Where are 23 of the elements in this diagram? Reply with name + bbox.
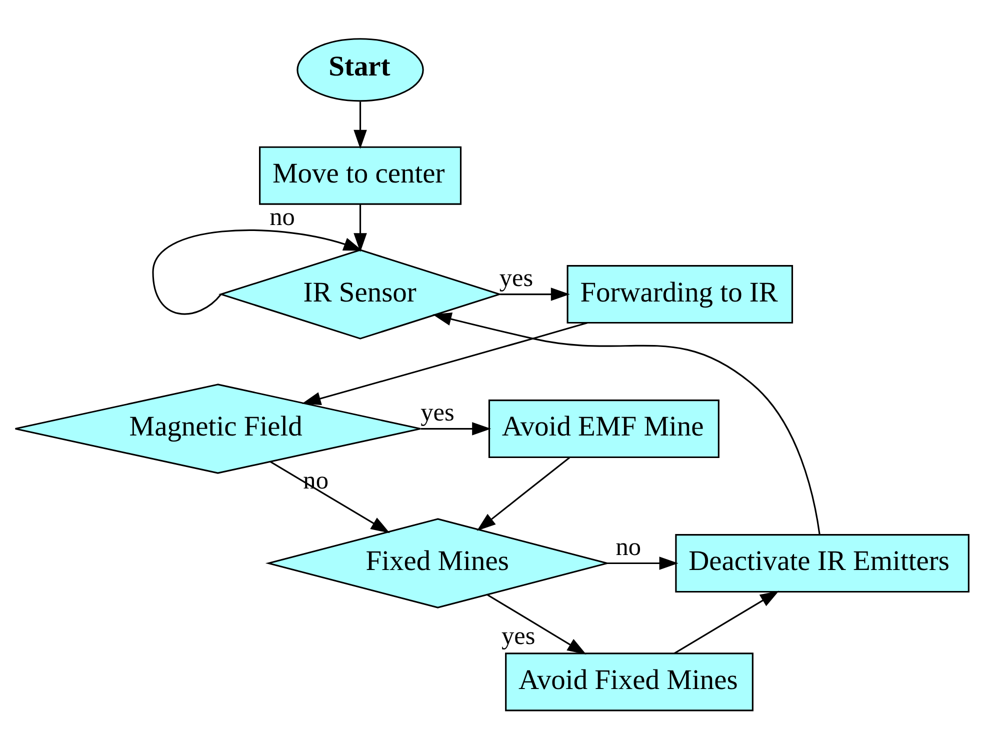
- arrow: [486, 594, 586, 654]
- arrow: [270, 460, 390, 533]
- node-box: Deactivate IR Emitters: [674, 534, 969, 592]
- edge-label: yes: [420, 398, 454, 426]
- arrow: [353, 101, 366, 148]
- arrow: [673, 590, 779, 654]
- arrow: [500, 287, 570, 300]
- arrow: [301, 322, 588, 405]
- edge-label: no: [615, 532, 641, 561]
- edge-label: yes: [500, 622, 535, 650]
- arrow: [420, 422, 491, 435]
- node-box: Avoid EMF Mine: [488, 399, 719, 458]
- edge-label: no: [269, 202, 294, 231]
- arrow: [607, 556, 678, 570]
- node-box: Avoid Fixed Mines: [504, 652, 753, 711]
- arrow: [353, 204, 366, 252]
- node-ellipse: Start: [296, 38, 424, 102]
- node-diamond: Magnetic Field: [14, 383, 421, 474]
- arrow: [432, 312, 820, 534]
- node-box: Forwarding to IR: [566, 264, 793, 324]
- node-box: Move to center: [258, 146, 462, 204]
- arrow: [476, 456, 570, 530]
- arrow: [152, 229, 362, 314]
